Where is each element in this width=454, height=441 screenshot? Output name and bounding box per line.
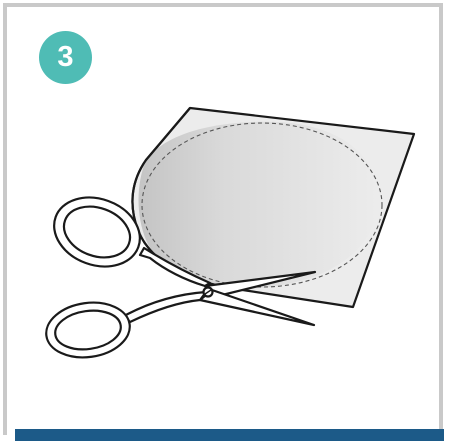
scissors-lower-ring bbox=[43, 297, 134, 362]
scissors-lower-shank bbox=[124, 292, 206, 322]
bottom-accent-bar bbox=[15, 429, 444, 441]
